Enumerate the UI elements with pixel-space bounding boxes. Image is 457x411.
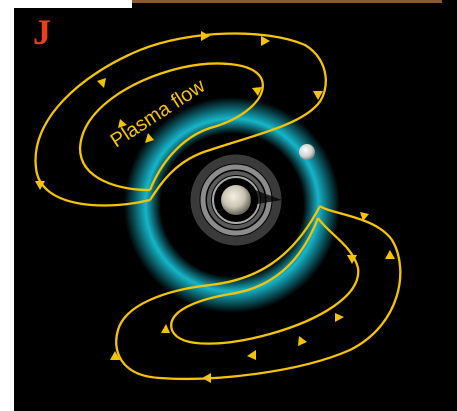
arrow-head (145, 133, 154, 143)
saturn-planet-icon (190, 154, 282, 246)
arrow-head (247, 350, 256, 360)
panel-label: J (33, 12, 51, 52)
arrow-head (360, 212, 369, 221)
flow-loop-lower-inner (170, 217, 360, 345)
arrow-head (347, 255, 357, 264)
top-brown-strip (132, 0, 442, 3)
arrow-head (201, 31, 210, 41)
arrow-head (261, 36, 270, 46)
arrow-head (161, 324, 170, 333)
arrow-head (118, 119, 127, 128)
top-border-strip (14, 0, 132, 8)
moon-icon (299, 144, 315, 160)
flow-loop-upper-inner (78, 62, 264, 192)
arrow-head (385, 250, 395, 259)
arrow-head (97, 78, 106, 88)
arrow-head (110, 351, 120, 360)
arrow-head (313, 91, 323, 100)
arrow-head (252, 87, 262, 96)
arrow-head (335, 313, 344, 322)
flow-arrows (35, 31, 395, 383)
arrow-head (35, 181, 45, 190)
flow-loop-lower-outer (115, 205, 402, 381)
arrow-head (202, 373, 211, 383)
arrow-head (298, 336, 307, 346)
flow-loop-upper-outer (34, 32, 327, 207)
